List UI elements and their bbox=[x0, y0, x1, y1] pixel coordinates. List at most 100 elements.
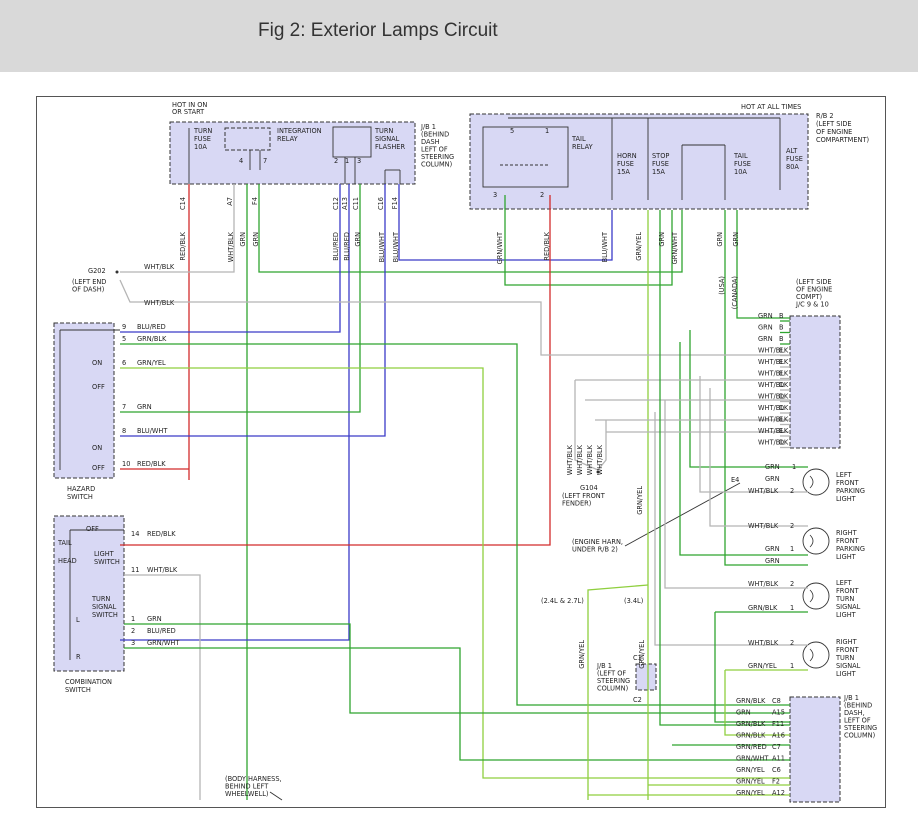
wire-label: BLU/RED bbox=[147, 627, 176, 635]
wire-wht-blk-rf-park bbox=[709, 388, 808, 527]
pin-label: F11 bbox=[772, 720, 784, 728]
switch-position: OFF bbox=[86, 525, 99, 533]
wire-wht-blk-g202 bbox=[120, 184, 235, 273]
engine-harn-note: UNDER R/B 2) bbox=[572, 546, 618, 554]
wire-label: GRN bbox=[765, 475, 780, 483]
lamp-name: LIGHT bbox=[836, 611, 857, 619]
pin-label: A15 bbox=[772, 709, 785, 717]
pin-label: 10 bbox=[122, 460, 130, 468]
hot-label: HOT IN ON bbox=[172, 101, 207, 109]
pin-label: B bbox=[779, 324, 784, 332]
g202-note: (LEFT END bbox=[72, 278, 106, 286]
alt-fuse-label: ALT bbox=[786, 147, 798, 155]
hazard-switch-box bbox=[53, 322, 115, 479]
rf-parking-filament bbox=[809, 534, 814, 548]
switch-position: OFF bbox=[92, 383, 105, 391]
switch-position: HEAD bbox=[58, 557, 77, 565]
pin-label: A12 bbox=[772, 789, 785, 797]
turn-switch-label: TURN bbox=[91, 595, 110, 603]
wire-label: WHT/BLK bbox=[758, 404, 789, 412]
body-harness-note: BEHIND LEFT bbox=[225, 783, 269, 791]
turn-fuse-label: 10A bbox=[194, 143, 207, 151]
wire-label: GRN/YEL bbox=[638, 640, 646, 669]
wire-label: GRN/YEL bbox=[736, 766, 765, 774]
pin-label: 1 bbox=[790, 604, 794, 612]
pin-label: 1 bbox=[792, 463, 796, 471]
wire-label: GRN bbox=[716, 232, 724, 247]
wire-label: GRN/BLK bbox=[736, 720, 766, 728]
turn-switch-label: SIGNAL bbox=[92, 603, 117, 611]
pin-label: 1 bbox=[545, 127, 549, 135]
jb1-title: COLUMN) bbox=[421, 161, 452, 169]
wire-label: WHT/BLK bbox=[147, 566, 178, 574]
pin-label: E bbox=[779, 370, 783, 378]
wire-grn-blk-hazard bbox=[120, 343, 790, 706]
jb1-mid-title: STEERING bbox=[597, 677, 630, 685]
wire-wht-blk-lf-turn bbox=[664, 400, 808, 589]
wire-grn-combo bbox=[124, 623, 790, 714]
wire-label: (CANADA) bbox=[731, 276, 739, 309]
lamp-name: LEFT bbox=[836, 471, 853, 479]
pin-label: 1 bbox=[345, 157, 349, 165]
lamp-name: TURN bbox=[835, 595, 854, 603]
jb1-title: DASH bbox=[421, 138, 440, 146]
lamp-name: FRONT bbox=[836, 537, 859, 545]
junction-dot bbox=[596, 470, 600, 474]
pin-label: 1 bbox=[790, 662, 794, 670]
pin-label: D bbox=[779, 381, 784, 389]
wire-grn-yel-rf-turn-down bbox=[724, 670, 790, 736]
wire-label: GRN bbox=[758, 335, 773, 343]
tail-fuse-label: FUSE bbox=[734, 160, 751, 168]
lamp-name: FRONT bbox=[836, 587, 859, 595]
switch-position: OFF bbox=[92, 464, 105, 472]
lamp-name: RIGHT bbox=[836, 529, 858, 537]
combo-name: COMBINATION bbox=[65, 678, 112, 686]
connector-label: A13 bbox=[341, 197, 349, 210]
connector-label: C11 bbox=[352, 197, 360, 210]
connector-label: C16 bbox=[377, 197, 385, 210]
pointer-line bbox=[269, 791, 283, 801]
wire-label: WHT/BLK bbox=[227, 231, 235, 262]
connector-label: C1 bbox=[633, 654, 642, 662]
hot-label: OR START bbox=[172, 108, 205, 116]
wire-label: GRN bbox=[147, 615, 162, 623]
wire-label: WHT/BLK bbox=[144, 263, 175, 271]
rb2-title: (LEFT SIDE bbox=[816, 120, 852, 128]
turn-switch-label: SWITCH bbox=[92, 611, 118, 619]
wires bbox=[119, 184, 808, 800]
body-harness-note: (BODY HARNESS, bbox=[225, 775, 282, 783]
wire-blu-wht-c16 bbox=[120, 184, 386, 437]
pin-label: 2 bbox=[334, 157, 338, 165]
wire-grn-usa bbox=[724, 210, 808, 566]
pin-label: 2 bbox=[790, 639, 794, 647]
hazard-name: HAZARD bbox=[67, 485, 95, 493]
wire-label: GRN bbox=[732, 232, 740, 247]
lamp-name: PARKING bbox=[836, 545, 865, 553]
rb2-title: OF ENGINE bbox=[816, 128, 852, 136]
wire-wht-blk-lf-park bbox=[699, 376, 808, 493]
tail-fuse-label: 10A bbox=[734, 168, 747, 176]
stop-fuse-label: FUSE bbox=[652, 160, 669, 168]
connector-label: C12 bbox=[332, 197, 340, 210]
wire-label: GRN/BLK bbox=[736, 732, 766, 740]
lamp-name: RIGHT bbox=[836, 638, 858, 646]
lf-parking-filament bbox=[809, 475, 814, 489]
wire-wht-blk-rf-turn bbox=[654, 412, 808, 646]
lamp-name: FRONT bbox=[836, 646, 859, 654]
wire-label: WHT/BLK bbox=[566, 444, 574, 475]
pin-label: 4 bbox=[239, 157, 243, 165]
wire-label: WHT/BLK bbox=[748, 580, 779, 588]
g104-note: FENDER) bbox=[562, 500, 591, 508]
wire-blu-red-a13 bbox=[120, 184, 350, 641]
pin-label: 5 bbox=[510, 127, 514, 135]
pin-label: D bbox=[779, 439, 784, 447]
wire-label: WHT/BLK bbox=[748, 639, 779, 647]
connector-label: A7 bbox=[226, 197, 234, 206]
turn-fuse-label: TURN bbox=[193, 127, 212, 135]
wire-label: GRN bbox=[239, 232, 247, 247]
jb1-title: STEERING bbox=[421, 153, 454, 161]
horn-fuse-label: 15A bbox=[617, 168, 630, 176]
wire-grn-lf-parking bbox=[689, 330, 808, 468]
flasher-label: SIGNAL bbox=[375, 135, 400, 143]
wire-label: WHT/BLK bbox=[758, 439, 789, 447]
